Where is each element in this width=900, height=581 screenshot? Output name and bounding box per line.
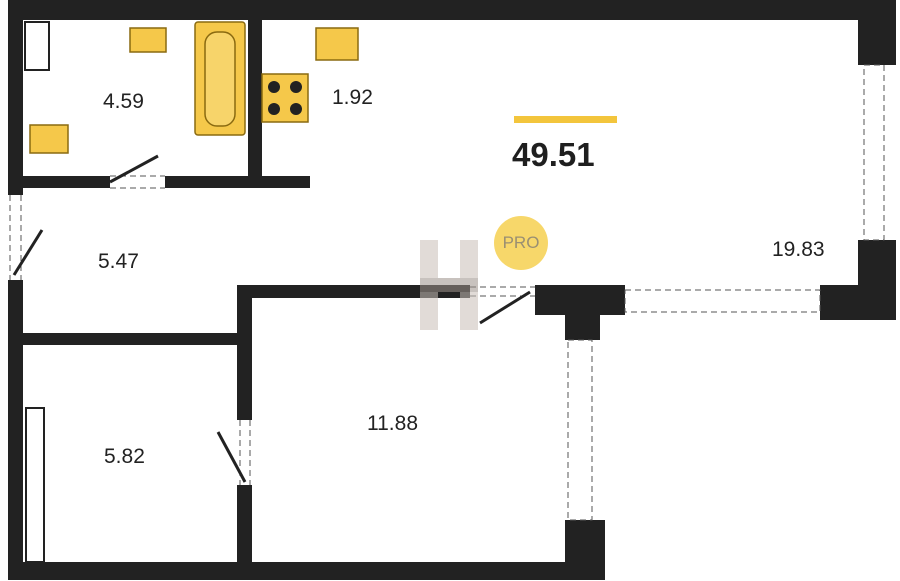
kitchen-sink-icon <box>315 27 359 61</box>
pro-badge: PRO <box>494 216 548 270</box>
room-area-bedroom: 11.88 <box>367 412 418 435</box>
doors <box>12 154 531 483</box>
room-area-living: 19.83 <box>772 238 825 261</box>
stove-icon <box>261 73 309 123</box>
total-area: 49.51 <box>512 136 595 173</box>
room-area-kitchen: 1.92 <box>332 86 373 109</box>
toilet-icon <box>29 124 69 154</box>
room-area-storage: 5.82 <box>104 445 145 468</box>
room-area-hallway: 5.47 <box>98 250 139 273</box>
stove-burners <box>268 81 302 115</box>
walls <box>8 0 896 580</box>
fixtures <box>29 21 359 154</box>
total-area-accent-bar <box>514 116 617 123</box>
logo-watermark <box>420 240 478 330</box>
fixtures-outline <box>24 21 50 563</box>
room-area-bathroom: 4.59 <box>103 90 144 113</box>
sink-icon <box>129 27 167 53</box>
